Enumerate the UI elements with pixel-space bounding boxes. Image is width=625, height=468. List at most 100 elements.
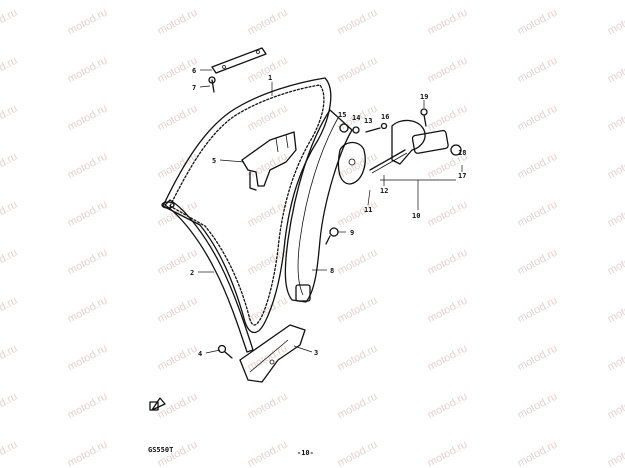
watermark-text: motod.ru [336,295,380,326]
watermark-text: motod.ru [246,103,290,134]
chain-guide [161,199,254,353]
cam-chain [162,77,332,334]
callout-8: 8 [330,267,334,275]
watermark-text: motod.ru [516,151,560,182]
watermark-text: motod.ru [606,7,625,38]
watermark-text: motod.ru [426,7,470,38]
watermark-text: motod.ru [66,55,110,86]
watermark-text: motod.ru [606,391,625,422]
watermark-text: motod.ru [156,7,200,38]
watermark-text: motod.ru [246,391,290,422]
watermark-text: motod.ru [426,55,470,86]
watermark-text: motod.ru [426,343,470,374]
watermark-text: motod.ru [0,55,19,86]
callout-2: 2 [190,269,194,277]
callout-18: 18 [458,149,466,157]
watermark-text: motod.ru [336,391,380,422]
watermark-text: motod.ru [336,343,380,374]
watermark-text: motod.ru [66,439,110,468]
diagram-code: GS550T [148,446,173,454]
gasket-plate [337,141,366,185]
callout-7: 7 [192,84,196,92]
watermark-text: motod.ru [516,439,560,468]
watermark-text: motod.ru [426,439,470,468]
watermark-text: motod.ru [336,55,380,86]
small-parts [339,122,388,134]
callout-3: 3 [314,349,318,357]
callout-5: 5 [212,157,216,165]
callout-6: 6 [192,67,196,75]
watermark-text: motod.ru [336,439,380,468]
watermark-text: motod.ru [516,55,560,86]
watermark-text: motod.ru [606,151,625,182]
bolt-4 [217,344,233,359]
watermark-text: motod.ru [606,199,625,230]
bottom-guide-bracket [239,324,306,383]
watermark-text: motod.ru [516,391,560,422]
callout-11: 11 [364,206,372,214]
watermark-text: motod.ru [0,151,19,182]
watermark-text: motod.ru [516,295,560,326]
watermark-text: motod.ru [246,295,290,326]
watermark-text: motod.ru [426,103,470,134]
watermark-text: motod.ru [606,439,625,468]
bolt-19 [420,108,428,127]
watermark-text: motod.ru [426,295,470,326]
bolt-9 [325,227,339,245]
watermark-text: motod.ru [0,343,19,374]
watermark-text: motod.ru [0,439,19,468]
watermark-text: motod.ru [0,103,19,134]
watermark-text: motod.ru [66,151,110,182]
front-arrow-icon [149,397,166,411]
watermark-text: motod.ru [156,103,200,134]
watermark-text: motod.ru [516,7,560,38]
watermark-text: motod.ru [606,103,625,134]
watermark-text: motod.ru [426,391,470,422]
watermark-text: motod.ru [66,343,110,374]
guide-rail-strip [211,47,267,74]
watermark-text: motod.ru [246,247,290,278]
callout-17: 17 [458,172,466,180]
watermark-text: motod.ru [516,103,560,134]
page-number: -10- [297,449,314,457]
callout-10: 10 [412,212,420,220]
watermark-text: motod.ru [606,343,625,374]
watermark-text: motod.ru [336,247,380,278]
watermark-text: motod.ru [66,247,110,278]
watermark-text: motod.ru [0,247,19,278]
watermark-text: motod.ru [606,55,625,86]
watermark-text: motod.ru [66,391,110,422]
callout-13: 13 [364,117,372,125]
callout-1: 1 [268,74,272,82]
watermark-text: motod.ru [0,295,19,326]
callout-9: 9 [350,229,354,237]
callout-4: 4 [198,350,202,358]
watermark-text: motod.ru [606,295,625,326]
watermark-text: motod.ru [516,247,560,278]
watermark-text: motod.ru [606,247,625,278]
watermark-text: motod.ru [426,247,470,278]
watermark-text: motod.ru [0,199,19,230]
watermark-text: motod.ru [0,391,19,422]
tensioner-adjuster [369,119,462,174]
watermark-text: motod.ru [66,103,110,134]
callout-19: 19 [420,93,428,101]
watermark-text: motod.ru [426,199,470,230]
screw-7 [208,76,216,93]
callout-15: 15 [338,111,346,119]
watermark-text: motod.ru [156,295,200,326]
callout-12: 12 [380,187,388,195]
guide-plate [241,131,297,191]
watermark-text: motod.ru [66,199,110,230]
watermark-text: motod.ru [246,439,290,468]
callout-16: 16 [381,113,389,121]
callout-14: 14 [352,114,360,122]
callout-labels: 1 2 3 4 5 6 7 8 9 10 11 12 13 14 15 16 1… [190,67,466,358]
watermark-text: motod.ru [156,343,200,374]
watermark-text: motod.ru [0,7,19,38]
watermark-text: motod.ru [336,199,380,230]
watermark-text: motod.ru [516,343,560,374]
